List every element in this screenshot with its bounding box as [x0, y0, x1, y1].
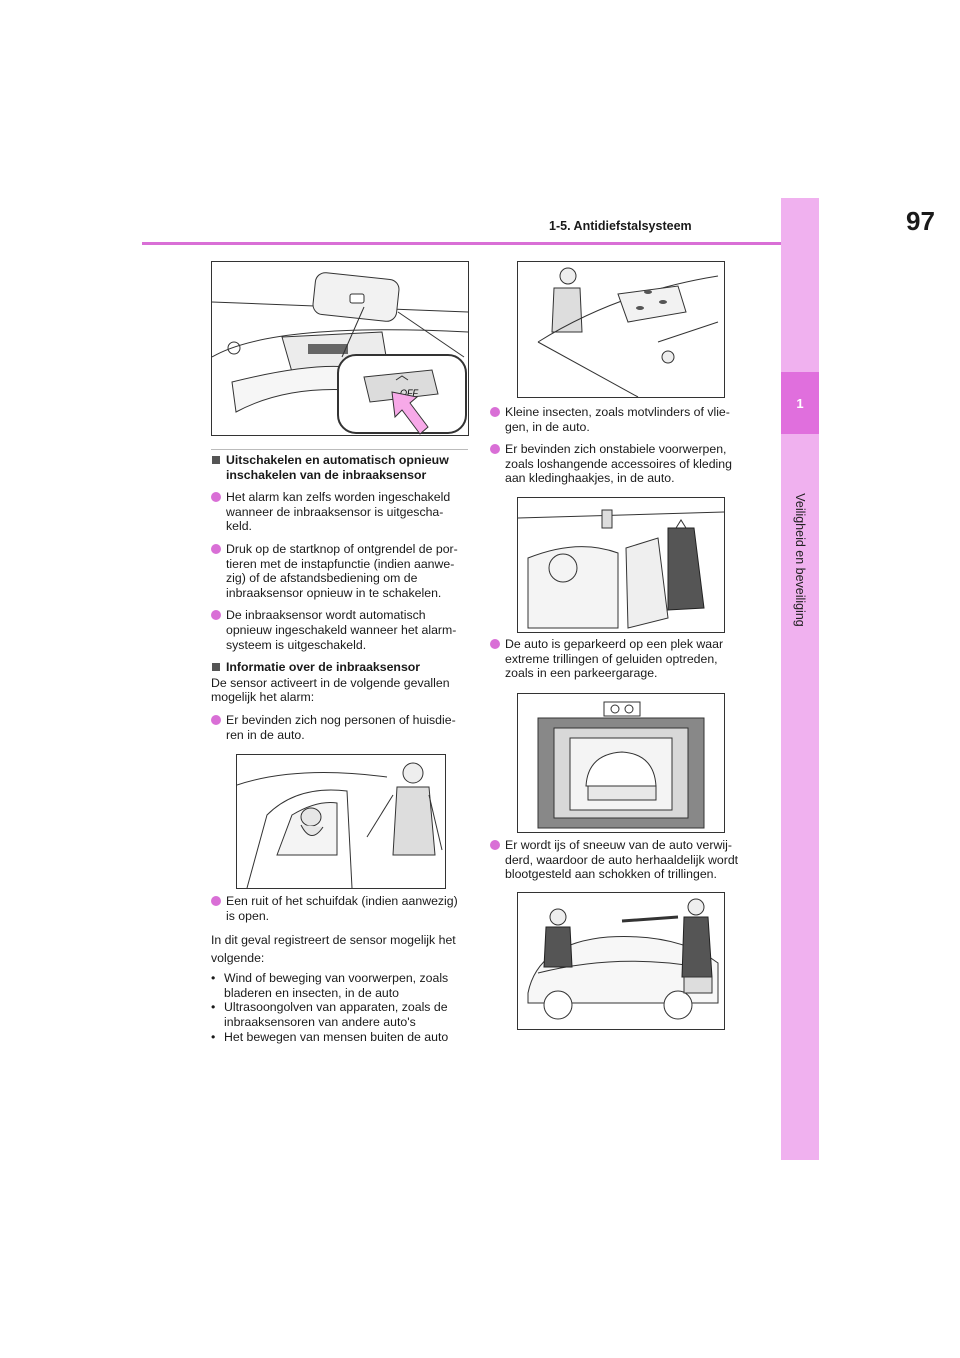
- right-column-1: Kleine insecten, zoals motvlinders of vl…: [490, 405, 745, 486]
- overhead-console-figure: OFF: [211, 261, 469, 436]
- intro-paragraph: De sensor activeert in de volgende geval…: [211, 675, 450, 705]
- list-item: Er bevinden zich nog personen of huisdie…: [211, 713, 469, 742]
- bullet-icon: [490, 639, 500, 649]
- square-bullet-icon: [212, 663, 220, 672]
- heading-disable-sensor: Uitschakelen en automatisch opnieuw insc…: [211, 453, 469, 482]
- snow-removal-figure: [517, 892, 725, 1030]
- parking-garage-illustration: [537, 701, 705, 829]
- person-pet-figure: [236, 754, 446, 889]
- dash-list-item: •Ultrasoongolven van apparaten, zoals de…: [211, 1000, 448, 1029]
- sunroof-insects-illustration: [537, 267, 719, 397]
- list-item: Het alarm kan zelfs worden ingeschakeld …: [211, 490, 469, 534]
- bullet-icon: [211, 714, 221, 725]
- bullet-icon: [211, 543, 221, 554]
- list-item: Een ruit of het schuifdak (indien aanwez…: [211, 894, 469, 923]
- off-label: OFF: [400, 388, 418, 398]
- intrusion-sensor-off-button-icon: OFF: [212, 272, 468, 435]
- bullet-icon: [211, 896, 221, 906]
- right-column-3: Er wordt ijs of sneeuw van de auto verwi…: [490, 838, 745, 882]
- snow-removal-illustration: [527, 898, 719, 1020]
- section-title: 1-5. Antidiefstalsysteem: [549, 219, 692, 233]
- dash-list-item: •Wind of beweging van voorwerpen, zoals …: [211, 971, 449, 1000]
- right-column-2: De auto is geparkeerd op een plek waar e…: [490, 637, 745, 681]
- left-column: Uitschakelen en automatisch opnieuw insc…: [211, 453, 469, 742]
- bullet-icon: [211, 610, 221, 621]
- heading-sensor-info: Informatie over de inbraaksensor: [211, 660, 469, 675]
- person-and-dog-in-car-illustration: [237, 762, 443, 888]
- sunroof-figure: [517, 261, 725, 398]
- list-item: Kleine insecten, zoals motvlinders of vl…: [490, 405, 745, 434]
- page-number: 97: [906, 206, 935, 236]
- garage-figure: [517, 693, 725, 833]
- dash-list-item: •Het bewegen van mensen buiten de auto: [211, 1029, 449, 1044]
- chapter-side-tab: [781, 198, 819, 1160]
- list-item: Er wordt ijs of sneeuw van de auto verwi…: [490, 838, 745, 882]
- paragraph: In dit geval registreert de sensor mogel…: [211, 933, 456, 966]
- bullet-icon: [490, 840, 500, 850]
- list-item: Er bevinden zich onstabiele voorwerpen, …: [490, 442, 745, 486]
- list-item: De auto is geparkeerd op een plek waar e…: [490, 637, 745, 681]
- bullet-icon: [490, 444, 500, 455]
- list-item: De inbraaksensor wordt automatisch opnie…: [211, 608, 469, 652]
- car-interior-hanging-clothes-illustration: [518, 509, 724, 629]
- square-bullet-icon: [212, 456, 220, 464]
- interior-figure: [517, 497, 725, 633]
- bullet-icon: [490, 407, 500, 417]
- list-item: Druk op de startknop of ontgrendel de po…: [211, 542, 469, 600]
- left-column-lower: Een ruit of het schuifdak (indien aanwez…: [211, 894, 469, 1044]
- chapter-title: Veiligheid en beveiliging: [793, 493, 807, 627]
- chapter-number: 1: [781, 372, 819, 434]
- header-rule: [142, 242, 782, 245]
- bullet-icon: [211, 492, 221, 503]
- section-divider: [211, 449, 468, 450]
